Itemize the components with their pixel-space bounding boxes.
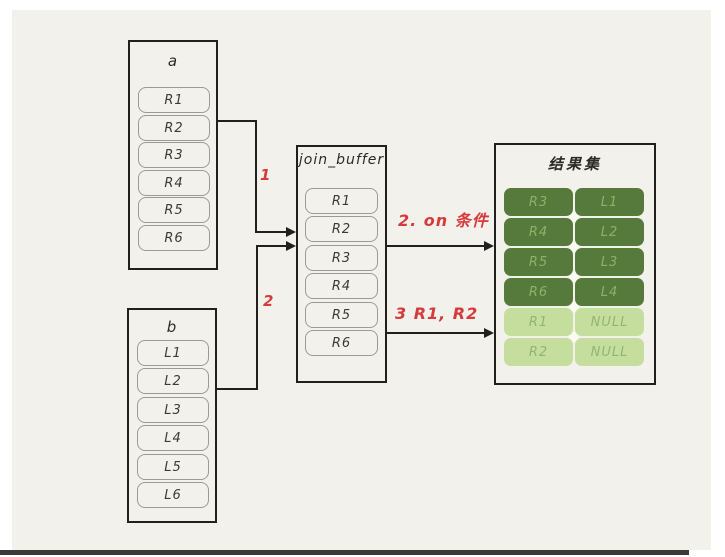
arrowhead-icon	[484, 328, 494, 338]
table-a-row: R6	[138, 225, 210, 251]
connector-unmatched	[387, 332, 485, 334]
on-condition-label: 2. on 条件	[398, 211, 489, 230]
join-buffer-title: join_buffer	[298, 152, 385, 168]
result-cell-left: R4	[504, 218, 573, 246]
connector-b-to-join-buffer	[256, 245, 258, 390]
table-a-row: R4	[138, 170, 210, 196]
join-buffer-row: R6	[305, 330, 378, 356]
table-a-row: R3	[138, 142, 210, 168]
table-a-row: R5	[138, 197, 210, 223]
result-cell-right: NULL	[575, 338, 644, 366]
result-cell-right: L4	[575, 278, 644, 306]
result-cell-right: L1	[575, 188, 644, 216]
bottom-bar	[0, 550, 689, 555]
result-cell-right: L3	[575, 248, 644, 276]
table-b-row: L5	[137, 454, 209, 480]
step2-label: 2	[263, 292, 275, 310]
join-buffer-row: R2	[305, 216, 378, 242]
result-cell-right: L2	[575, 218, 644, 246]
table-b-row: L2	[137, 368, 209, 394]
result-cell-left: R2	[504, 338, 573, 366]
table-a-title: a	[167, 52, 179, 70]
result-cell-left: R3	[504, 188, 573, 216]
connector-a-to-join-buffer	[218, 120, 257, 122]
table-b-row: L4	[137, 425, 209, 451]
step3-label: 3 R1, R2	[395, 304, 479, 323]
result-cell-left: R1	[504, 308, 573, 336]
result-cell-left: R6	[504, 278, 573, 306]
connector-b-to-join-buffer	[217, 388, 258, 390]
step1-label: 1	[260, 166, 272, 184]
join-buffer-row: R5	[305, 302, 378, 328]
table-b-title: b	[166, 318, 178, 336]
table-a-box	[128, 40, 218, 270]
table-b-row: L6	[137, 482, 209, 508]
connector-a-to-join-buffer	[255, 120, 257, 233]
result-cell-left: R5	[504, 248, 573, 276]
arrowhead-icon	[286, 227, 296, 237]
join-buffer-box	[296, 145, 387, 383]
result-cell-right: NULL	[575, 308, 644, 336]
arrowhead-icon	[286, 241, 296, 251]
connector-b-to-join-buffer	[256, 245, 288, 247]
join-buffer-row: R1	[305, 188, 378, 214]
table-a-row: R1	[138, 87, 210, 113]
join-buffer-row: R4	[305, 273, 378, 299]
table-b-row: L3	[137, 397, 209, 423]
table-b-row: L1	[137, 340, 209, 366]
connector-on-condition	[387, 245, 485, 247]
result-set-box	[494, 143, 656, 385]
arrowhead-icon	[484, 241, 494, 251]
join-buffer-row: R3	[305, 245, 378, 271]
result-set-title: 结果集	[547, 155, 602, 173]
table-b-box	[127, 308, 217, 523]
connector-a-to-join-buffer	[255, 231, 288, 233]
table-a-row: R2	[138, 115, 210, 141]
